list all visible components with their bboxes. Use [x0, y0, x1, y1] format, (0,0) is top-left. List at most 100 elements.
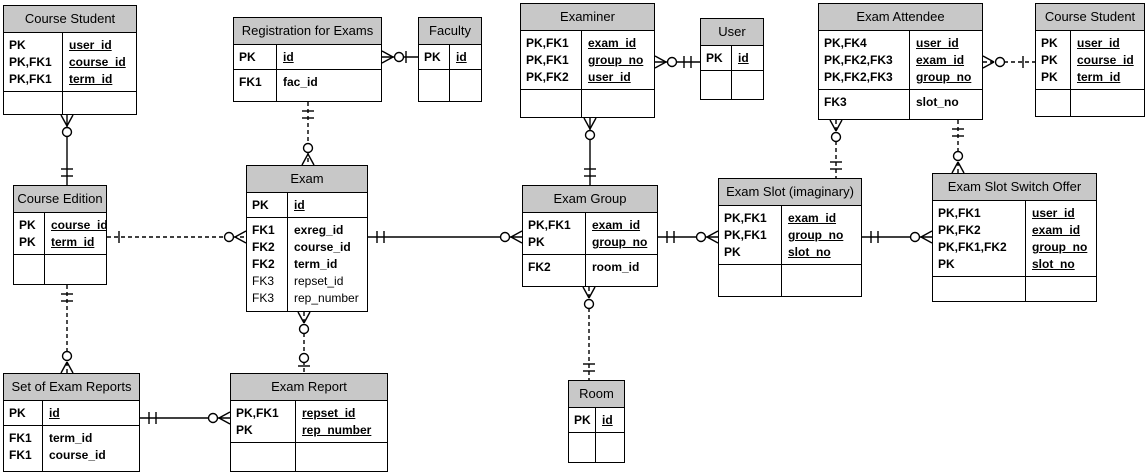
key-label: PK,FK2,FK3: [824, 53, 893, 67]
attribute-row: PK,FK2,FK3 exam_id: [819, 52, 982, 69]
attribute-name: term_id: [1077, 70, 1121, 84]
empty-section: [933, 276, 1096, 301]
relationship-line: [301, 102, 315, 166]
table-title: Room: [569, 381, 624, 408]
attribute-name: id: [456, 50, 467, 64]
key-label: PK: [1041, 70, 1058, 84]
attribute-name: id: [283, 50, 294, 64]
attribute-name: group_no: [916, 70, 972, 84]
column-divider: [585, 213, 587, 286]
key-label: PK,FK1: [526, 53, 569, 67]
empty-section: [14, 254, 106, 284]
attribute-row: PK term_id: [1036, 69, 1144, 86]
attribute-row: PK id: [419, 49, 481, 66]
table-title: Exam Group: [523, 186, 657, 213]
column-divider: [581, 31, 583, 117]
attribute-name: course_id: [1077, 53, 1134, 67]
attribute-name: term_id: [69, 72, 113, 86]
table-title: Faculty: [419, 18, 481, 45]
key-label: PK: [252, 198, 269, 212]
attribute-row: PK course_id: [14, 217, 106, 234]
table-title: User: [701, 19, 763, 46]
column-divider: [1025, 201, 1027, 301]
column-divider: [595, 408, 597, 462]
key-label: PK: [724, 245, 741, 259]
attribute-row: FK3 rep_number: [247, 290, 367, 307]
key-label: PK: [528, 235, 545, 249]
key-label: FK1: [9, 431, 32, 445]
attribute-row: PK slot_no: [719, 244, 861, 261]
attribute-name: course_id: [51, 218, 106, 232]
attribute-name: room_id: [592, 260, 640, 274]
key-label: PK: [424, 50, 441, 64]
attribute-name: user_id: [916, 36, 959, 50]
attribute-name: rep_number: [294, 291, 359, 305]
relationship-line: [60, 285, 74, 374]
empty-section: [231, 442, 387, 471]
attribute-name: slot_no: [788, 245, 831, 259]
column-divider: [1070, 31, 1072, 116]
attribute-name: fac_id: [283, 75, 318, 89]
attribute-name: id: [49, 406, 60, 420]
relationship-line: [107, 230, 247, 244]
key-label: PK: [19, 218, 36, 232]
table-title: Course Student: [4, 6, 136, 33]
column-divider: [276, 45, 278, 101]
attribute-name: term_id: [49, 431, 93, 445]
key-label: PK,FK2: [938, 223, 981, 237]
table-title: Course Student: [1036, 4, 1144, 31]
key-label: PK,FK1: [938, 206, 981, 220]
column-divider: [295, 401, 297, 471]
column-divider: [42, 401, 44, 471]
column-divider: [781, 206, 783, 296]
relationship-line: [658, 230, 719, 244]
key-label: FK3: [252, 274, 275, 288]
table-title: Set of Exam Reports: [4, 374, 139, 401]
table-title: Examiner: [521, 4, 654, 31]
attribute-name: user_id: [1032, 206, 1075, 220]
column-divider: [287, 193, 289, 311]
key-label: FK3: [252, 291, 275, 305]
table-title: Exam Attendee: [819, 4, 982, 31]
attribute-name: exam_id: [916, 53, 965, 67]
table-title: Exam Report: [231, 374, 387, 401]
